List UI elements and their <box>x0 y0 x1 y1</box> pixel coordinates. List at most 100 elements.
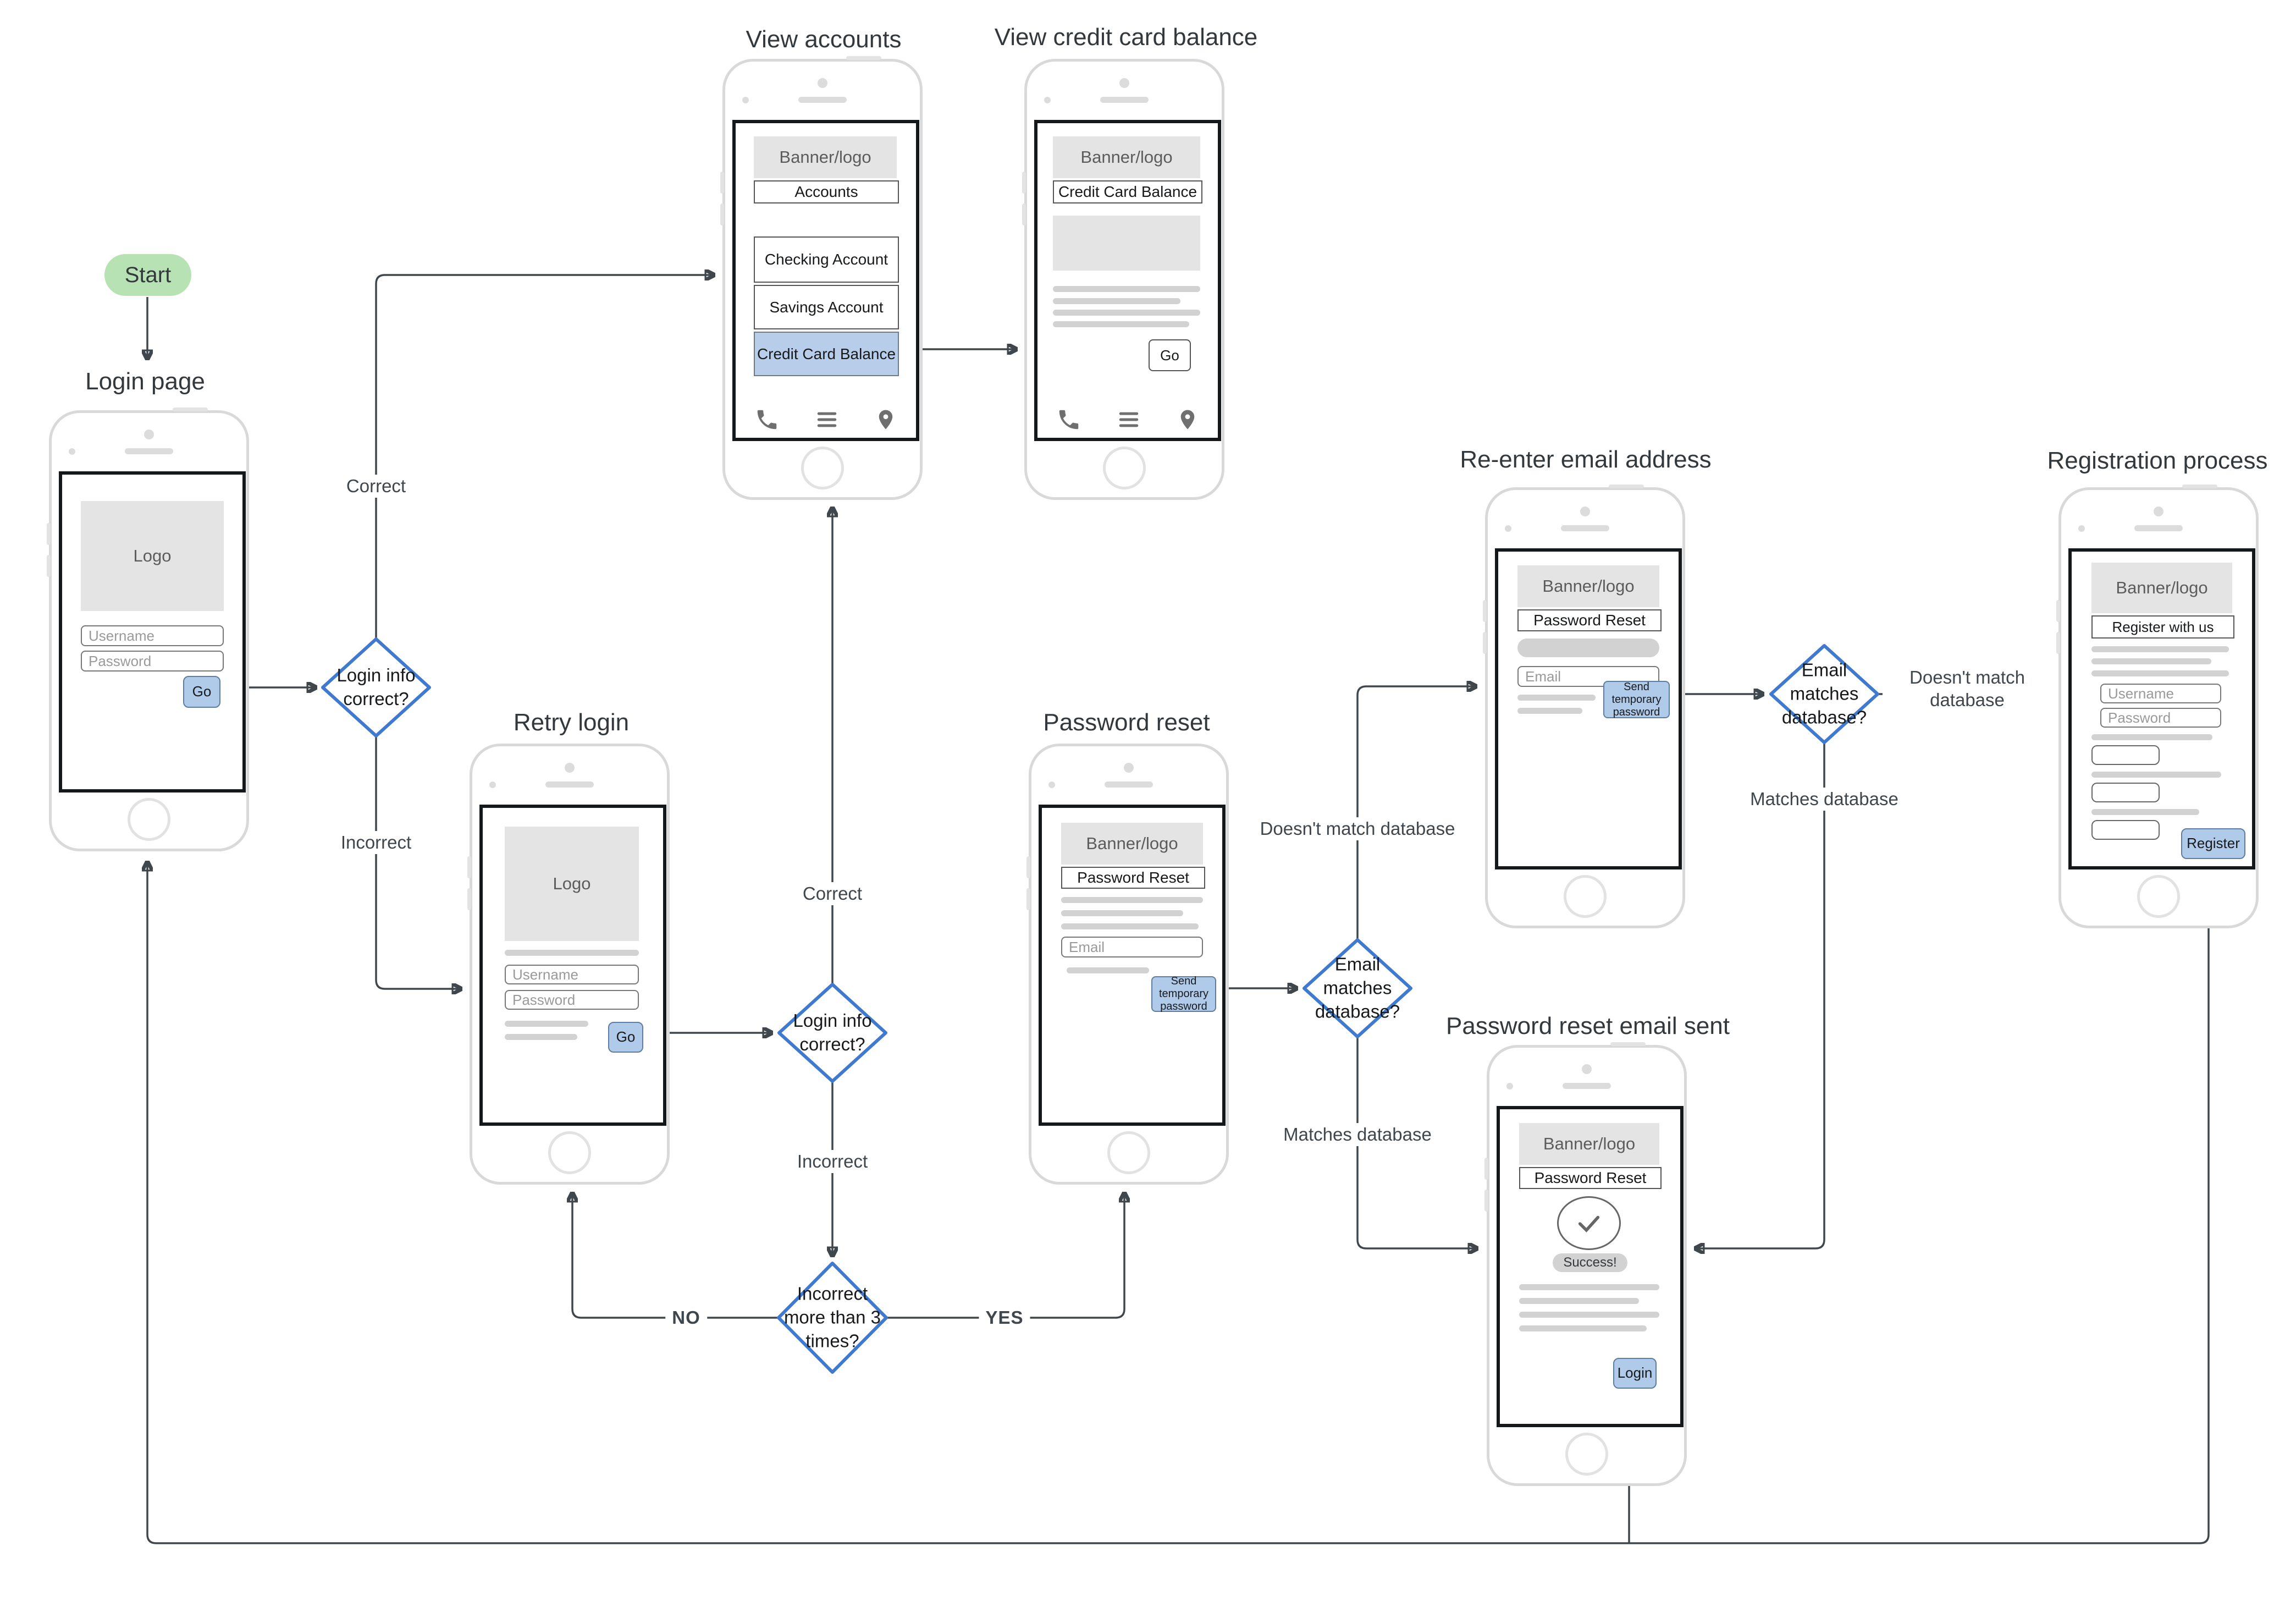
start-node: Start <box>104 254 191 296</box>
location-icon[interactable] <box>874 407 897 432</box>
reenter-screen: Banner/logo Password Reset Send temporar… <box>1495 548 1682 869</box>
power-button <box>846 56 881 60</box>
edge-label-matches-2: Matches database <box>1743 788 1905 811</box>
speaker-slot <box>125 448 173 454</box>
savings-account-item[interactable]: Savings Account <box>754 285 899 329</box>
edge-label-incorrect-2: Incorrect <box>790 1150 875 1173</box>
login-button[interactable]: Login <box>1613 1358 1657 1389</box>
credit-screen: Banner/logo Credit Card Balance Go <box>1034 120 1221 441</box>
title-registration: Registration process <box>2047 447 2268 474</box>
menu-icon[interactable] <box>1116 407 1142 432</box>
phone-login: Logo Go <box>47 408 249 851</box>
home-button[interactable] <box>1103 447 1146 489</box>
text-line <box>1517 708 1582 714</box>
decision1-diamond <box>321 637 431 738</box>
text-block <box>1517 639 1659 657</box>
decision5-diamond <box>777 1262 888 1374</box>
power-button <box>1609 485 1644 488</box>
check-icon <box>1557 1196 1621 1250</box>
home-button[interactable] <box>801 447 844 489</box>
decision3-diamond <box>1302 938 1412 1038</box>
home-button[interactable] <box>548 1131 591 1174</box>
text-line <box>1053 310 1200 316</box>
sensor-dot <box>69 448 75 455</box>
banner-placeholder: Banner/logo <box>1519 1123 1659 1165</box>
camera-dot <box>1582 1064 1592 1074</box>
menu-icon[interactable] <box>814 407 840 432</box>
edge-decision1-correct <box>375 275 714 639</box>
checking-account-item[interactable]: Checking Account <box>754 236 899 283</box>
send-temp-password-button[interactable]: Send temporary password <box>1151 975 1216 1012</box>
title-retry-login: Retry login <box>513 709 630 736</box>
power-button <box>1610 1042 1646 1046</box>
decision4-diamond <box>1769 644 1879 744</box>
banner-placeholder: Banner/logo <box>2091 563 2232 613</box>
credit-card-balance-item[interactable]: Credit Card Balance <box>754 332 899 376</box>
edge-label-yes: YES <box>979 1306 1030 1329</box>
go-button[interactable]: Go <box>183 676 220 708</box>
text-line <box>1061 897 1203 903</box>
volume-button <box>1026 888 1030 910</box>
email-field[interactable] <box>1061 937 1203 957</box>
edge-label-correct-2: Correct <box>796 882 869 905</box>
home-button[interactable] <box>1565 1433 1608 1476</box>
bottom-nav <box>1037 407 1218 432</box>
speaker-slot <box>2134 525 2183 531</box>
edge-decision3-no-match <box>1356 686 1476 940</box>
go-button[interactable]: Go <box>608 1022 643 1053</box>
volume-button <box>467 856 471 878</box>
send-temp-password-button[interactable]: Send temporary password <box>1603 681 1670 718</box>
volume-button <box>720 203 724 225</box>
location-icon[interactable] <box>1176 407 1199 432</box>
speaker-slot <box>1561 525 1609 531</box>
password-field[interactable] <box>505 990 639 1010</box>
volume-button <box>467 888 471 910</box>
text-line <box>2091 646 2229 652</box>
volume-button <box>720 172 724 194</box>
volume-button <box>1484 1158 1488 1180</box>
register-button[interactable]: Register <box>2181 828 2245 859</box>
home-button[interactable] <box>1107 1131 1150 1174</box>
home-button[interactable] <box>1564 875 1607 918</box>
form-field-placeholder[interactable] <box>2091 745 2160 765</box>
edge-label-correct-1: Correct <box>339 475 413 498</box>
form-field-placeholder[interactable] <box>2091 783 2160 802</box>
edge-decision4-match <box>1696 742 1825 1248</box>
sent-screen: Banner/logo Password Reset Success! Logi… <box>1497 1106 1684 1427</box>
username-field[interactable] <box>81 625 224 646</box>
text-line <box>1519 1325 1647 1331</box>
power-button <box>173 408 208 411</box>
title-view-credit: View credit card balance <box>994 24 1258 51</box>
password-field[interactable] <box>81 651 224 672</box>
username-field[interactable] <box>2100 684 2221 703</box>
sensor-dot <box>2078 525 2085 532</box>
decision4-label: Email matches database? <box>1781 659 1867 728</box>
phone-sent: Banner/logo Password Reset Success! Logi… <box>1484 1042 1687 1486</box>
camera-dot <box>818 78 827 88</box>
login-screen: Logo Go <box>59 471 246 793</box>
home-button[interactable] <box>128 798 170 841</box>
phone-icon[interactable] <box>1056 407 1081 432</box>
go-button[interactable]: Go <box>1149 339 1191 371</box>
password-field[interactable] <box>2100 708 2221 728</box>
retry-screen: Logo Go <box>479 805 666 1126</box>
text-line <box>1061 923 1199 929</box>
username-field[interactable] <box>505 965 639 984</box>
text-line <box>505 950 639 956</box>
phone-icon[interactable] <box>754 407 780 432</box>
form-field-placeholder[interactable] <box>2091 820 2160 840</box>
home-button[interactable] <box>2137 875 2180 918</box>
reset-header: Password Reset <box>1517 609 1662 631</box>
title-password-reset: Password reset <box>1043 709 1210 736</box>
speaker-slot <box>1100 97 1149 103</box>
phone-credit: Banner/logo Credit Card Balance Go <box>1022 59 1224 500</box>
success-badge: Success! <box>1553 1253 1627 1272</box>
register-header: Register with us <box>2091 615 2234 639</box>
decision2-diamond <box>777 983 887 1083</box>
camera-dot <box>1124 763 1134 773</box>
phone-reset: Banner/logo Password Reset Send temporar… <box>1026 744 1229 1185</box>
reset-header: Password Reset <box>1061 867 1205 889</box>
camera-dot <box>565 763 575 773</box>
camera-dot <box>2154 507 2163 516</box>
title-login-page: Login page <box>85 368 205 395</box>
